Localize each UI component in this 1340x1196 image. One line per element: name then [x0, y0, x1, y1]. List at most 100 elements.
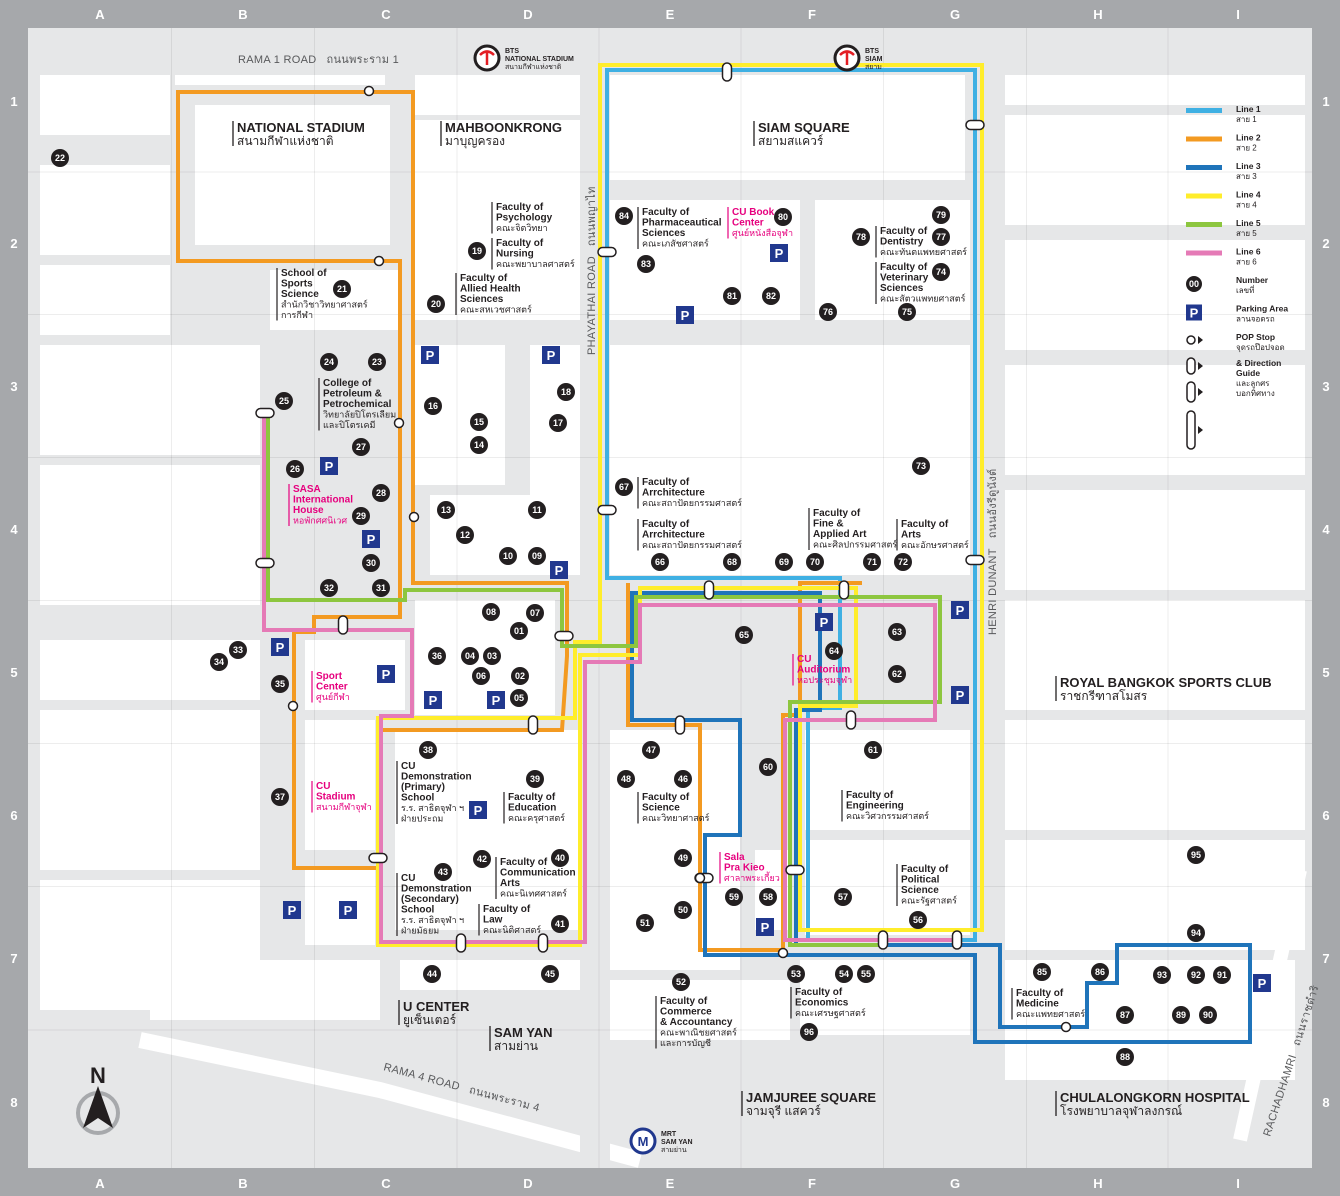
building-marker-04[interactable]: [461, 647, 479, 665]
pop-stop[interactable]: [951, 930, 963, 950]
building-marker-30[interactable]: [362, 554, 380, 572]
building-marker-69[interactable]: [775, 553, 793, 571]
building-marker-24[interactable]: [320, 353, 338, 371]
building-marker-03[interactable]: [483, 647, 501, 665]
building-marker-41[interactable]: [551, 915, 569, 933]
building-marker-79[interactable]: [932, 206, 950, 224]
building-marker-68[interactable]: [723, 553, 741, 571]
building-marker-59[interactable]: [725, 888, 743, 906]
building-marker-46[interactable]: [674, 770, 692, 788]
building-marker-40[interactable]: [551, 849, 569, 867]
building-marker-31[interactable]: [372, 579, 390, 597]
building-marker-02[interactable]: [511, 667, 529, 685]
pop-stop-small[interactable]: [694, 872, 706, 884]
building-marker-74[interactable]: [932, 263, 950, 281]
label-arch1[interactable]: Faculty ofArrchitectureคณะสถาปัตยกรรมศาส…: [637, 477, 742, 509]
pop-stop-small[interactable]: [373, 255, 385, 267]
building-marker-12[interactable]: [456, 526, 474, 544]
building-marker-15[interactable]: [470, 413, 488, 431]
building-marker-21[interactable]: [333, 280, 351, 298]
pop-stop-small[interactable]: [408, 511, 420, 523]
building-marker-88[interactable]: [1116, 1048, 1134, 1066]
building-marker-50[interactable]: [674, 901, 692, 919]
building-marker-08[interactable]: [482, 603, 500, 621]
building-marker-29[interactable]: [352, 507, 370, 525]
pop-stop[interactable]: [965, 554, 985, 566]
building-marker-22[interactable]: [51, 149, 69, 167]
building-marker-94[interactable]: [1187, 924, 1205, 942]
building-marker-89[interactable]: [1172, 1006, 1190, 1024]
building-marker-77[interactable]: [932, 228, 950, 246]
building-marker-09[interactable]: [528, 547, 546, 565]
pop-stop-small[interactable]: [393, 417, 405, 429]
label-communication[interactable]: Faculty ofCommunicationArtsคณะนิเทศศาสตร…: [495, 857, 576, 899]
pop-stop-small[interactable]: [777, 947, 789, 959]
building-marker-49[interactable]: [674, 849, 692, 867]
label-sports-science[interactable]: School ofSportsScienceสำนักวิชาวิทยาศาสต…: [276, 268, 368, 321]
pop-stop[interactable]: [965, 119, 985, 131]
building-marker-14[interactable]: [470, 436, 488, 454]
building-marker-72[interactable]: [894, 553, 912, 571]
label-arch2[interactable]: Faculty ofArrchitectureคณะสถาปัตยกรรมศาส…: [637, 519, 742, 551]
pop-stop[interactable]: [554, 630, 574, 642]
building-marker-80[interactable]: [774, 208, 792, 226]
building-marker-13[interactable]: [437, 501, 455, 519]
building-marker-27[interactable]: [352, 438, 370, 456]
pop-stop[interactable]: [838, 580, 850, 600]
building-marker-63[interactable]: [888, 623, 906, 641]
building-marker-82[interactable]: [762, 287, 780, 305]
pop-stop[interactable]: [597, 246, 617, 258]
pop-stop-small[interactable]: [287, 700, 299, 712]
building-marker-96[interactable]: [800, 1023, 818, 1041]
building-marker-81[interactable]: [723, 287, 741, 305]
building-marker-55[interactable]: [857, 965, 875, 983]
pop-stop[interactable]: [455, 933, 467, 953]
pop-stop[interactable]: [845, 710, 857, 730]
building-marker-90[interactable]: [1199, 1006, 1217, 1024]
building-marker-58[interactable]: [759, 888, 777, 906]
building-marker-06[interactable]: [472, 667, 490, 685]
building-marker-56[interactable]: [909, 911, 927, 929]
building-marker-83[interactable]: [637, 255, 655, 273]
building-marker-34[interactable]: [210, 653, 228, 671]
building-marker-91[interactable]: [1213, 966, 1231, 984]
building-marker-93[interactable]: [1153, 966, 1171, 984]
building-marker-85[interactable]: [1033, 963, 1051, 981]
building-marker-20[interactable]: [427, 295, 445, 313]
building-marker-66[interactable]: [651, 553, 669, 571]
building-marker-61[interactable]: [864, 741, 882, 759]
building-marker-52[interactable]: [672, 973, 690, 991]
building-marker-05[interactable]: [510, 689, 528, 707]
pop-stop[interactable]: [877, 930, 889, 950]
building-marker-73[interactable]: [912, 457, 930, 475]
label-veterinary[interactable]: Faculty ofVeterinarySciencesคณะสัตวแพทยศ…: [875, 262, 966, 304]
building-marker-37[interactable]: [271, 788, 289, 806]
pop-stop[interactable]: [368, 852, 388, 864]
building-marker-76[interactable]: [819, 303, 837, 321]
building-marker-45[interactable]: [541, 965, 559, 983]
building-marker-54[interactable]: [835, 965, 853, 983]
building-marker-51[interactable]: [636, 914, 654, 932]
pop-stop[interactable]: [255, 557, 275, 569]
building-marker-01[interactable]: [510, 622, 528, 640]
building-marker-95[interactable]: [1187, 846, 1205, 864]
building-marker-32[interactable]: [320, 579, 338, 597]
building-marker-57[interactable]: [834, 888, 852, 906]
building-marker-67[interactable]: [615, 478, 633, 496]
building-marker-92[interactable]: [1187, 966, 1205, 984]
building-marker-71[interactable]: [863, 553, 881, 571]
pop-stop[interactable]: [255, 407, 275, 419]
building-marker-62[interactable]: [888, 665, 906, 683]
building-marker-70[interactable]: [806, 553, 824, 571]
